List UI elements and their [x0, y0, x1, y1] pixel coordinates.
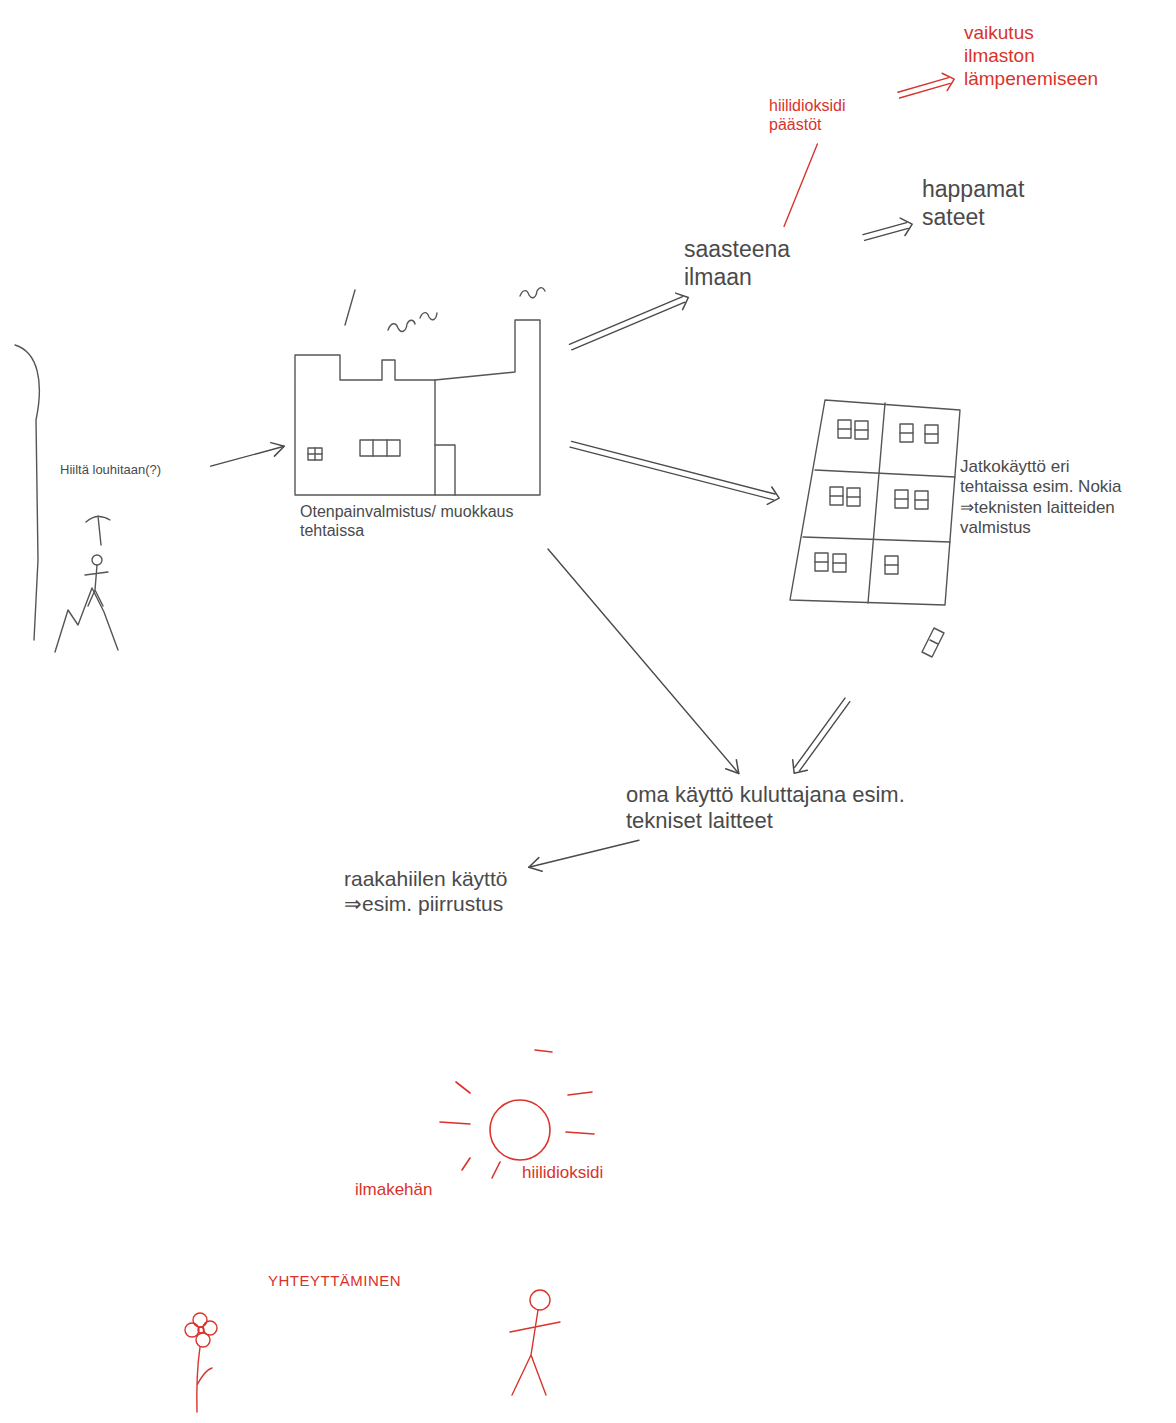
miner-body — [85, 565, 108, 606]
mountain-outline — [15, 345, 39, 640]
handwritten-note: Jatkokäyttö eri tehtaissa esim. Nokia ⇒t… — [960, 457, 1125, 539]
handwritten-note: saasteena ilmaan — [684, 236, 854, 291]
arrow-head — [767, 487, 779, 504]
arrow-shaft — [799, 702, 849, 771]
sketch-note: Otenpainvalmistus/ muokkaus tehtaissa — [290, 270, 565, 544]
stick-figure — [510, 1290, 560, 1395]
arrow-shaft — [795, 698, 845, 767]
sketch-arrow — [529, 840, 639, 871]
handwritten-note: Otenpainvalmistus/ muokkaus tehtaissa — [300, 502, 555, 540]
sketch-arrow — [570, 441, 779, 504]
building-floors — [803, 403, 955, 603]
sketch-arrow — [211, 443, 284, 467]
sketch-note: vaikutus ilmaston lämpenemiseen — [960, 18, 1108, 94]
arrow-shaft — [572, 441, 776, 494]
sketch-note: oma käyttö kuluttajana esim. tekniset la… — [622, 778, 915, 839]
sketch-label: YHTEYTTÄMINEN — [268, 1272, 401, 1290]
factory-window — [308, 448, 322, 460]
factory-smoke — [520, 288, 545, 298]
arrow-head — [529, 858, 542, 872]
arrow-head — [726, 760, 739, 774]
sketch-arrow — [548, 549, 739, 773]
figure-body — [510, 1310, 560, 1395]
building-outline — [790, 400, 960, 605]
sketch-note: Jatkokäyttö eri tehtaissa esim. Nokia ⇒t… — [785, 395, 1135, 695]
arrow-shaft — [900, 83, 951, 98]
building-windows — [815, 420, 938, 574]
arrow-shaft — [211, 446, 284, 466]
flower-center — [198, 1327, 204, 1333]
sun-rays — [440, 1050, 594, 1178]
arrow-shaft — [898, 78, 949, 93]
arrow-head — [676, 293, 689, 310]
arrow-head — [271, 443, 284, 457]
arrow-shaft — [529, 840, 639, 867]
sketch-arrow — [898, 73, 954, 98]
sketch-arrow — [793, 698, 850, 773]
figure-head — [530, 1290, 550, 1310]
handwritten-note: vaikutus ilmaston lämpenemiseen — [964, 22, 1104, 90]
arrow-shaft — [548, 549, 739, 773]
arrow-shaft — [784, 144, 817, 226]
flower-stem — [197, 1347, 212, 1412]
sketch-note: raakahiilen käyttö ⇒esim. piirrustus — [340, 862, 523, 920]
factory-smoke — [420, 313, 437, 320]
arrow-shaft — [863, 223, 907, 235]
arrow-shaft — [569, 297, 682, 345]
handwritten-note: Hiiltä louhitaan(?) — [60, 462, 161, 478]
factory-body — [295, 355, 435, 495]
factory-hall — [435, 320, 540, 495]
sketch-label: ilmakehän — [355, 1180, 433, 1200]
arrow-shaft — [570, 447, 774, 500]
factory-window — [308, 448, 322, 460]
pickaxe — [86, 516, 110, 545]
factory-smoke — [388, 320, 415, 331]
flower-petal — [193, 1313, 207, 1327]
sketch-note: Hiiltä louhitaan(?) — [5, 345, 205, 645]
factory-door — [435, 445, 455, 495]
handwritten-note: happamat sateet — [922, 176, 1052, 231]
sketch-arrow — [863, 218, 912, 240]
arrow-head — [900, 218, 912, 235]
sun — [440, 1050, 594, 1178]
window-bars — [815, 429, 938, 565]
sketch-arrow — [569, 293, 688, 350]
handwritten-note: raakahiilen käyttö ⇒esim. piirrustus — [344, 866, 519, 916]
arrow-shaft — [572, 302, 685, 350]
factory-window — [373, 440, 387, 456]
miner-head — [92, 555, 102, 565]
sketch-arrow — [784, 144, 817, 226]
sketch-note: hiilidioksidi päästöt — [765, 92, 893, 138]
sun-disc — [490, 1100, 550, 1160]
sketch-label: hiilidioksidi — [522, 1163, 603, 1183]
arrow-shaft — [865, 228, 909, 240]
mountain-rocks — [55, 588, 118, 652]
flower-petal — [196, 1333, 210, 1347]
sketch-note: saasteena ilmaan — [680, 232, 858, 295]
handwritten-note: hiilidioksidi päästöt — [769, 96, 889, 134]
factory-window — [360, 440, 400, 456]
flower — [185, 1313, 217, 1412]
arrow-head — [942, 73, 954, 90]
flower-petal — [185, 1323, 199, 1337]
arrow-head — [793, 760, 808, 773]
factory-smoke — [345, 290, 355, 325]
handwritten-note: oma käyttö kuluttajana esim. tekniset la… — [626, 782, 911, 835]
phone-icon — [922, 628, 944, 657]
sketch-note: happamat sateet — [918, 172, 1056, 235]
